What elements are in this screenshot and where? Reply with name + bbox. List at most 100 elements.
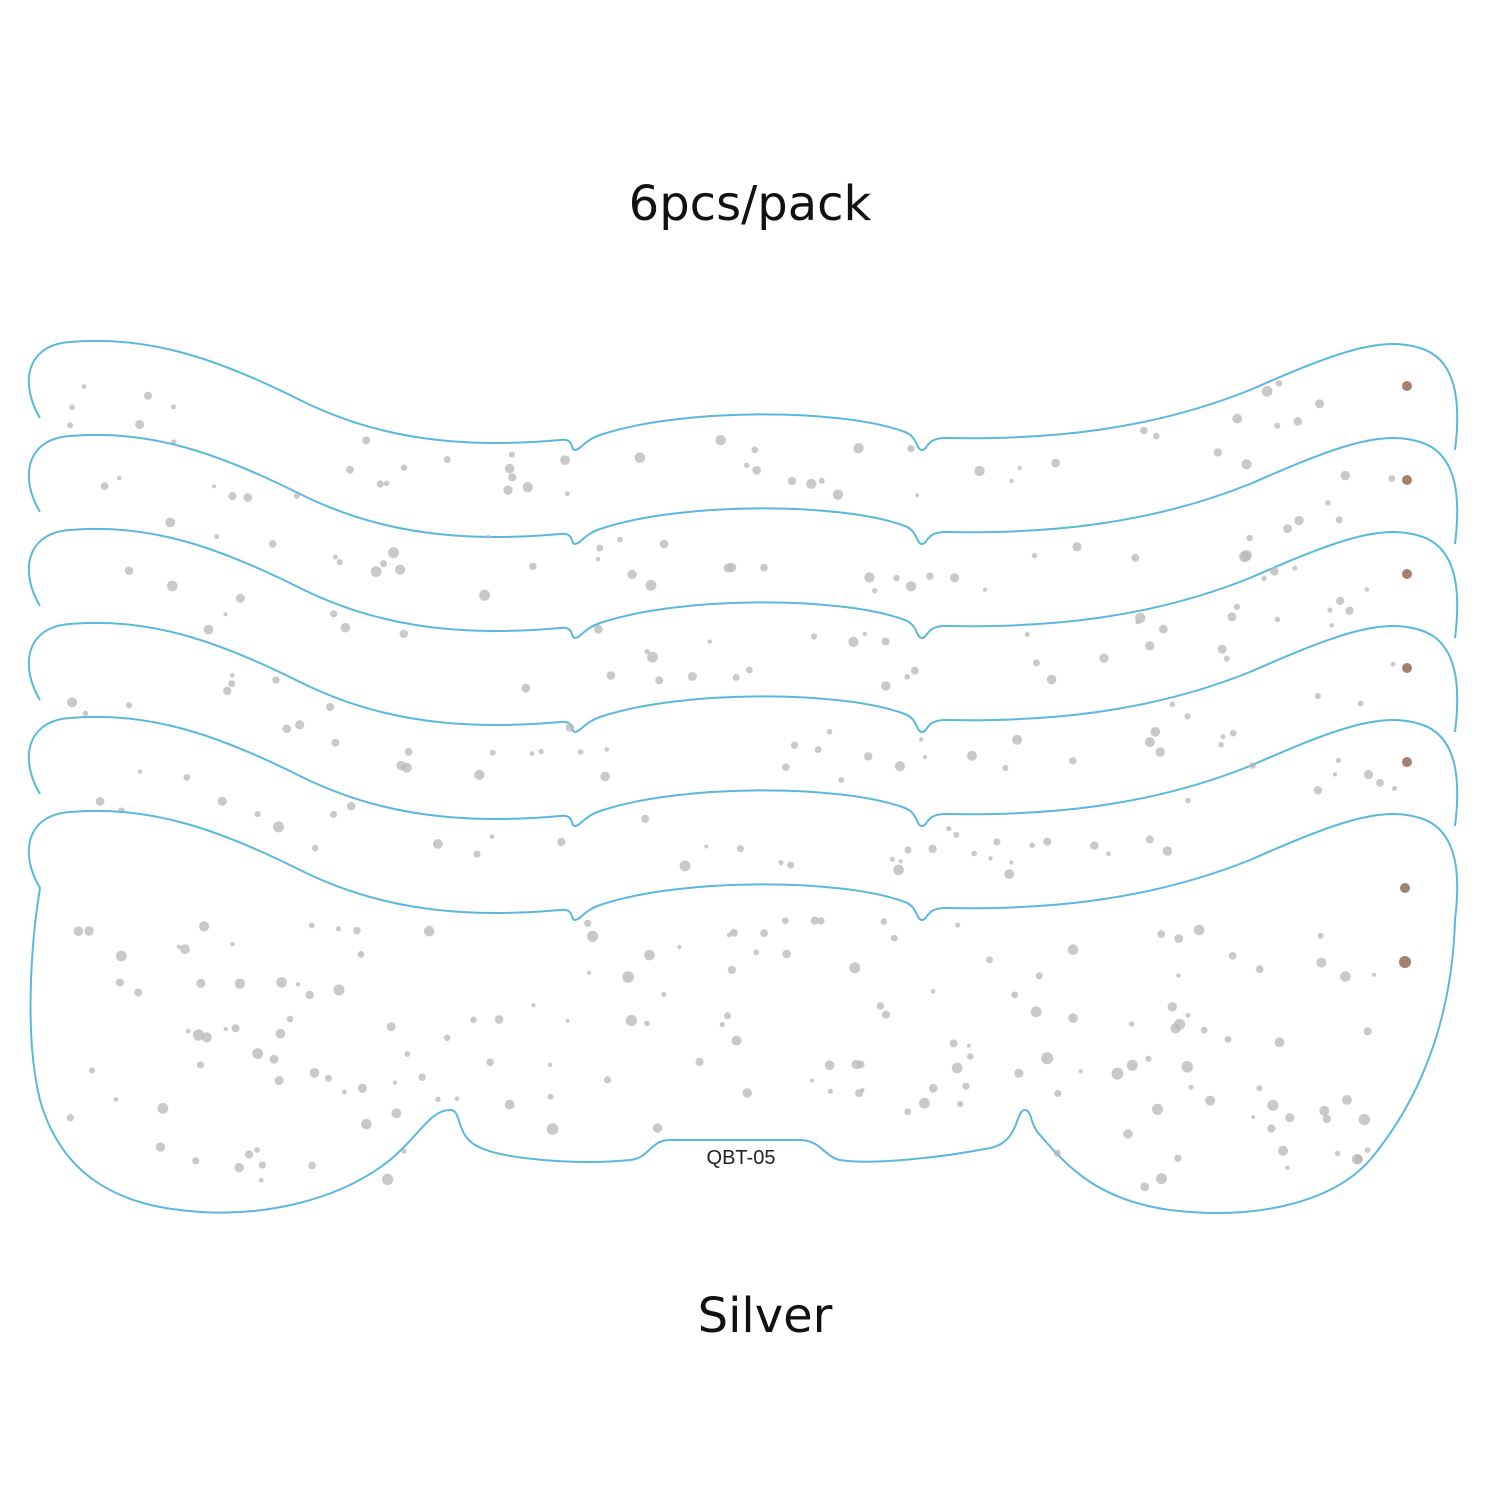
- rhinestone: [333, 984, 345, 996]
- rhinestone: [1220, 734, 1226, 740]
- rhinestone: [1156, 1173, 1167, 1185]
- rhinestone: [922, 755, 928, 760]
- rhinestone: [1251, 1115, 1256, 1120]
- rhinestone: [782, 763, 790, 771]
- rhinestone: [521, 683, 531, 693]
- rhinestone: [395, 564, 406, 575]
- rhinestone: [489, 834, 495, 839]
- rhinestone: [332, 554, 338, 560]
- rhinestone: [362, 436, 371, 445]
- brown-dot: [1400, 883, 1410, 893]
- rhinestone: [1336, 596, 1345, 605]
- rhinestone: [234, 978, 246, 989]
- rhinestone: [1069, 757, 1077, 765]
- rhinestone: [435, 1096, 441, 1102]
- rhinestone: [809, 1078, 814, 1083]
- rhinestone: [180, 944, 190, 955]
- rhinestone: [645, 579, 657, 591]
- rhinestone: [504, 463, 515, 474]
- rhinestone: [967, 750, 977, 761]
- rhinestone: [1314, 693, 1321, 700]
- rhinestone: [838, 777, 845, 783]
- rhinestone: [444, 1034, 451, 1041]
- rhinestone: [1012, 734, 1023, 745]
- rhinestone: [1126, 1059, 1138, 1071]
- rhinestone: [1145, 835, 1154, 844]
- rhinestone: [1340, 971, 1351, 982]
- rhinestone: [1068, 1013, 1078, 1023]
- rhinestone: [644, 1020, 650, 1027]
- rhinestone: [988, 856, 993, 861]
- rhinestone: [1176, 973, 1181, 978]
- rhinestone: [116, 475, 122, 481]
- rhinestone: [1364, 1147, 1371, 1153]
- rhinestone: [1363, 769, 1374, 780]
- rhinestone: [1342, 1095, 1352, 1105]
- rhinestone: [1267, 1124, 1276, 1133]
- rhinestone: [647, 651, 658, 663]
- rhinestone: [1392, 786, 1397, 791]
- rhinestone: [531, 1003, 536, 1008]
- rhinestone: [538, 748, 544, 755]
- rhinestone: [596, 544, 604, 552]
- rhinestone: [401, 1148, 407, 1154]
- rhinestone: [547, 1093, 554, 1100]
- rhinestone: [1358, 1113, 1371, 1126]
- rhinestone: [126, 702, 133, 709]
- rhinestone: [641, 814, 650, 823]
- rhinestone: [1229, 729, 1237, 737]
- rhinestone: [529, 751, 535, 757]
- rhinestone: [587, 930, 599, 942]
- rhinestone: [199, 921, 210, 932]
- rhinestone: [84, 926, 94, 936]
- rhinestone: [881, 637, 890, 646]
- rhinestone: [565, 723, 575, 732]
- rhinestone: [971, 850, 977, 857]
- rhinestone: [824, 1060, 835, 1071]
- rhinestone: [82, 710, 89, 717]
- rhinestone: [1174, 934, 1184, 943]
- rhinestone: [1205, 1095, 1216, 1106]
- brown-dot: [1402, 381, 1412, 391]
- rhinestone: [95, 797, 105, 806]
- rhinestone: [1072, 542, 1082, 552]
- rhinestone: [880, 918, 887, 925]
- rhinestone: [176, 944, 181, 949]
- rhinestone: [67, 697, 78, 708]
- rhinestone: [864, 752, 873, 761]
- rhinestone: [634, 452, 646, 463]
- rhinestone: [196, 978, 206, 988]
- rhinestone: [600, 771, 610, 782]
- rhinestone: [547, 1062, 553, 1067]
- rhinestone: [1054, 1090, 1062, 1097]
- rhinestone: [286, 1015, 294, 1023]
- rhinestone: [787, 861, 795, 869]
- rhinestone: [856, 1060, 865, 1069]
- rhinestone: [962, 1082, 970, 1090]
- rhinestone: [274, 1076, 284, 1085]
- rhinestone: [340, 622, 351, 633]
- rhinestone: [881, 681, 891, 691]
- rhinestone: [1256, 1085, 1263, 1092]
- rhinestone: [1017, 465, 1022, 470]
- rhinestone: [810, 633, 818, 640]
- rhinestone: [144, 391, 152, 400]
- rhinestone: [325, 1074, 332, 1082]
- rhinestone: [893, 574, 900, 582]
- rhinestone: [967, 1053, 974, 1060]
- rhinestone: [474, 769, 485, 780]
- rhinestone: [881, 1010, 891, 1019]
- rhinestone: [1140, 426, 1148, 435]
- rhinestone: [1067, 944, 1079, 955]
- rhinestone: [595, 556, 601, 562]
- rhinestone: [1319, 1105, 1330, 1116]
- rhinestone: [1145, 641, 1155, 651]
- rhinestone: [1335, 516, 1343, 524]
- rhinestone: [949, 1039, 958, 1048]
- rhinestone: [687, 672, 697, 681]
- rhinestone: [228, 680, 236, 688]
- rhinestone: [276, 977, 287, 988]
- rhinestone: [604, 747, 610, 752]
- rhinestone: [305, 990, 314, 1000]
- rhinestone: [1135, 620, 1140, 625]
